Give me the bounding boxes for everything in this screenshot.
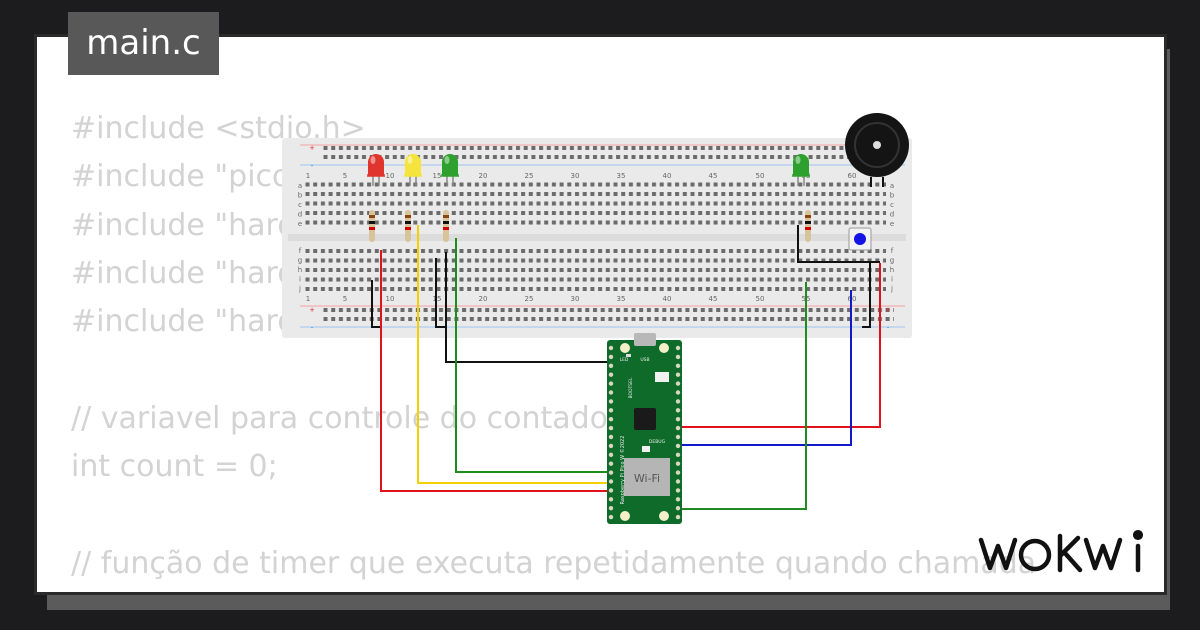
row-letter: f — [299, 247, 302, 255]
wire-red2 — [678, 263, 881, 428]
column-number: 40 — [663, 172, 672, 180]
column-number: 35 — [617, 172, 626, 180]
wire-red1 — [380, 250, 612, 492]
rail-minus-sign: - — [311, 162, 314, 170]
rail-minus-sign: - — [887, 324, 890, 332]
led-label: LED — [620, 357, 629, 363]
column-number: 1 — [306, 295, 310, 303]
column-number: 50 — [756, 295, 765, 303]
row-letter: a — [890, 182, 894, 190]
breadboard: 1155101015152020252530303535404045455050… — [282, 138, 912, 338]
wifi-module-label: Wi-Fi — [634, 472, 660, 485]
code-line: // função de timer que executa repetidam… — [71, 545, 1037, 581]
column-number: 35 — [617, 295, 626, 303]
wire-black3 — [797, 225, 880, 263]
column-number: 20 — [479, 295, 488, 303]
row-letter: h — [298, 266, 302, 274]
row-letter: b — [890, 192, 895, 200]
column-number: 5 — [343, 295, 347, 303]
rail-plus-sign: + — [885, 306, 891, 314]
column-number: 1 — [306, 172, 310, 180]
wire-black5 — [445, 252, 612, 363]
code-line: // variavel para controle do contador — [71, 400, 621, 436]
led-yellow — [404, 154, 422, 186]
wire-blue1 — [678, 290, 852, 446]
led-green — [792, 154, 810, 186]
row-letter: g — [298, 257, 302, 265]
row-letter: h — [890, 266, 894, 274]
wire-black4 — [862, 263, 871, 328]
row-letter: d — [298, 211, 302, 219]
row-letter: c — [890, 201, 894, 209]
column-number: 10 — [386, 295, 395, 303]
pushbutton[interactable] — [848, 227, 872, 251]
code-line: int count = 0; — [71, 449, 278, 485]
row-letter: i — [299, 276, 301, 284]
column-number: 50 — [756, 172, 765, 180]
row-letter: b — [298, 192, 303, 200]
rail-plus-sign: + — [309, 144, 315, 152]
column-number: 5 — [343, 172, 347, 180]
column-number: 30 — [571, 172, 580, 180]
rail-plus-sign: + — [309, 306, 315, 314]
column-number: 20 — [479, 172, 488, 180]
board-model-label: Raspberry Pi Pico W ©2022 — [619, 436, 626, 505]
file-tab[interactable]: main.c — [68, 12, 219, 75]
wire-green1 — [455, 238, 612, 473]
buzzer — [845, 113, 909, 187]
row-letter: j — [890, 285, 893, 293]
column-number: 45 — [709, 295, 718, 303]
led-green — [441, 154, 459, 186]
row-letter: e — [298, 220, 302, 228]
row-letter: d — [890, 211, 894, 219]
row-letter: c — [298, 201, 302, 209]
jumper-wires — [371, 225, 881, 510]
column-number: 30 — [571, 295, 580, 303]
leds — [367, 154, 810, 186]
column-number: 25 — [525, 295, 534, 303]
pico-w-board: USB LED Wi-Fi DEBUG BOOTSEL Raspberry Pi… — [607, 333, 682, 524]
wire-green2 — [678, 282, 807, 510]
column-number: 60 — [848, 172, 857, 180]
usb-label: USB — [640, 357, 649, 363]
rail-minus-sign: - — [311, 324, 314, 332]
wire-black2 — [435, 258, 445, 328]
row-letter: j — [298, 285, 301, 293]
column-number: 25 — [525, 172, 534, 180]
row-letter: g — [890, 257, 894, 265]
row-letter: i — [891, 276, 893, 284]
column-number: 40 — [663, 295, 672, 303]
row-letter: a — [298, 182, 302, 190]
row-letter: e — [890, 220, 894, 228]
column-number: 10 — [386, 172, 395, 180]
debug-label: DEBUG — [649, 439, 666, 445]
column-number: 15 — [433, 172, 442, 180]
row-letter: f — [891, 247, 894, 255]
wire-yellow1 — [417, 225, 612, 484]
led-red — [367, 154, 385, 186]
column-number: 45 — [709, 172, 718, 180]
led-resistors — [369, 210, 811, 242]
bootsel-label: BOOTSEL — [628, 377, 634, 399]
wokwi-logo — [978, 529, 1144, 573]
wire-black1 — [371, 280, 382, 328]
